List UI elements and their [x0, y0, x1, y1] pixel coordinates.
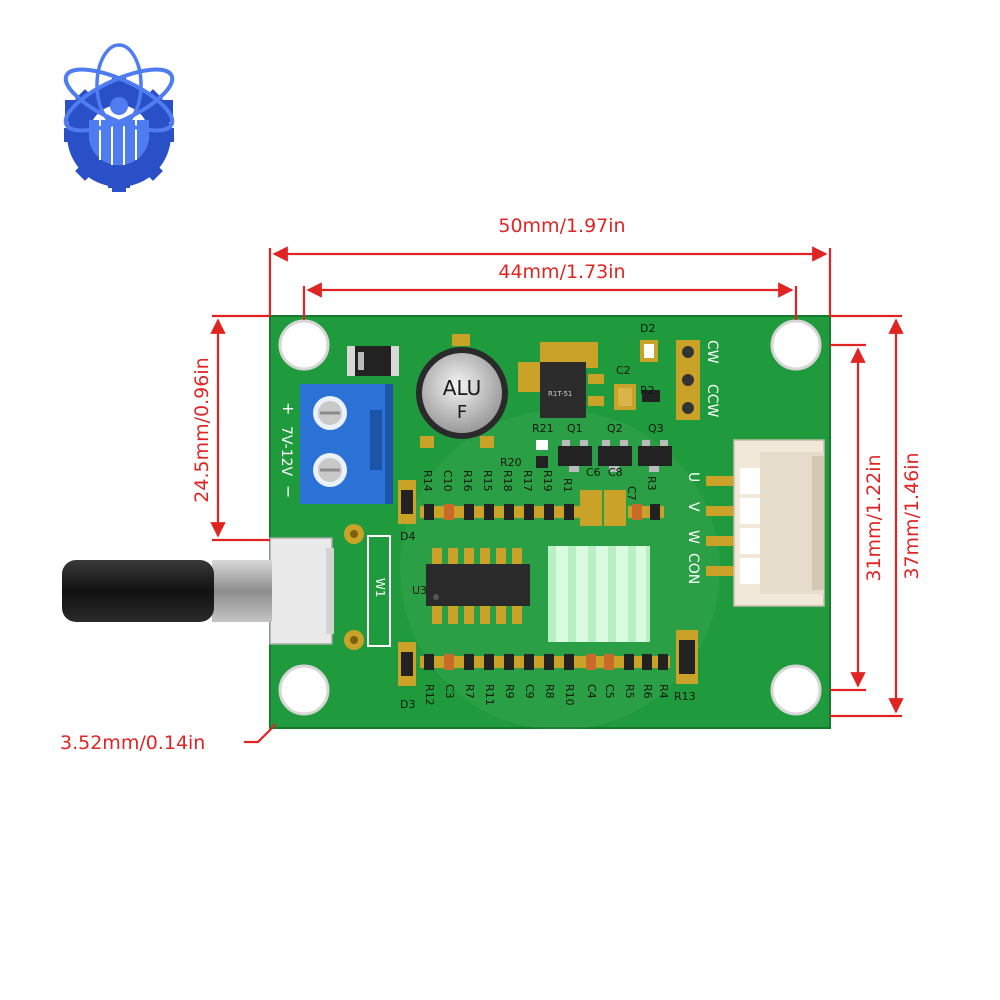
silk-label: R5 — [623, 684, 636, 699]
dim-height-right-outer: 37mm/1.46in — [901, 452, 923, 579]
top-right-components — [614, 340, 700, 420]
bottom-row-labels: R12 C3 R7 R11 R9 C9 R8 R10 C4 C5 R5 R6 R… — [400, 684, 670, 711]
capacitor-text-line1: ALU — [443, 376, 481, 400]
transistors — [536, 440, 672, 472]
electrolytic-capacitor: ALU F — [416, 334, 508, 448]
dimension-lines — [210, 246, 904, 744]
silk-label: R16 — [461, 470, 474, 492]
dim-hole-offset: 3.52mm/0.14in — [60, 732, 205, 754]
cw-label: CW — [704, 340, 720, 364]
top-resistor-row — [398, 480, 664, 526]
capacitor-text-line2: F — [457, 402, 467, 423]
silk-label: R19 — [541, 470, 554, 492]
ccw-label: CCW — [704, 384, 720, 418]
q1-label: Q1 — [567, 422, 583, 435]
dim-width-holes: 44mm/1.73in — [498, 261, 625, 283]
c2-label: C2 — [616, 364, 631, 377]
silk-label: R6 — [641, 684, 654, 699]
silk-label: R4 — [657, 684, 670, 699]
regulator-marking: R1T-51 — [548, 390, 572, 398]
smd-diode — [347, 346, 399, 376]
silk-label: R18 — [501, 470, 514, 492]
dim-height-left: 24.5mm/0.96in — [191, 357, 213, 502]
q3-label: Q3 — [648, 422, 664, 435]
u3-label: U3 — [412, 584, 427, 597]
silk-label: R12 — [423, 684, 436, 706]
silk-label: R3 — [645, 476, 658, 491]
pin-v-label: V — [685, 502, 701, 512]
silk-label: C7 — [625, 486, 638, 501]
dim-height-right-inner: 31mm/1.22in — [863, 454, 885, 581]
silk-label: D4 — [400, 530, 415, 543]
silk-label: C5 — [603, 684, 616, 699]
voltage-regulator: R1T-51 — [518, 342, 604, 418]
silk-label: R17 — [521, 470, 534, 492]
silk-label: R8 — [543, 684, 556, 699]
r20-label: R20 — [500, 456, 522, 469]
silk-label: R10 — [563, 684, 576, 706]
brand-logo — [63, 43, 175, 192]
r2-label: R2 — [640, 384, 655, 397]
w1-label: W1 — [373, 578, 387, 598]
silk-label: R14 — [421, 470, 434, 492]
dim-width-outer: 50mm/1.97in — [498, 215, 625, 237]
pin-u-label: U — [685, 472, 701, 482]
top-row-labels: R14 C10 R16 R15 R18 R17 R19 R1 C6 C8 C7 … — [400, 466, 658, 543]
r21-label: R21 — [532, 422, 554, 435]
silk-label: C8 — [608, 466, 623, 479]
silk-label: R15 — [481, 470, 494, 492]
power-plus-label: + — [279, 402, 298, 415]
silk-label: C10 — [441, 470, 454, 492]
power-minus-label: − — [279, 485, 298, 498]
r13-component — [676, 630, 698, 684]
silk-label: D3 — [400, 698, 415, 711]
heatsink — [548, 546, 650, 642]
ic-u3 — [426, 548, 530, 624]
power-terminal — [300, 384, 393, 504]
mounting-holes — [278, 319, 822, 716]
silk-label: C4 — [585, 684, 598, 699]
silk-label: R1 — [561, 478, 574, 493]
pin-con-label: CON — [685, 553, 701, 584]
motor-connector — [706, 439, 825, 607]
r13-label: R13 — [674, 690, 696, 703]
d2-label: D2 — [640, 322, 655, 335]
silk-label: R7 — [463, 684, 476, 699]
pin-w-label: W — [685, 530, 701, 544]
potentiometer — [62, 524, 391, 650]
power-range-label: 7V-12V — [278, 426, 294, 477]
bottom-resistor-row — [398, 642, 670, 686]
silk-label: R9 — [503, 684, 516, 699]
silk-label: C3 — [443, 684, 456, 699]
silk-label: C6 — [586, 466, 601, 479]
silk-label: C9 — [523, 684, 536, 699]
q2-label: Q2 — [607, 422, 623, 435]
silk-label: R11 — [483, 684, 496, 706]
